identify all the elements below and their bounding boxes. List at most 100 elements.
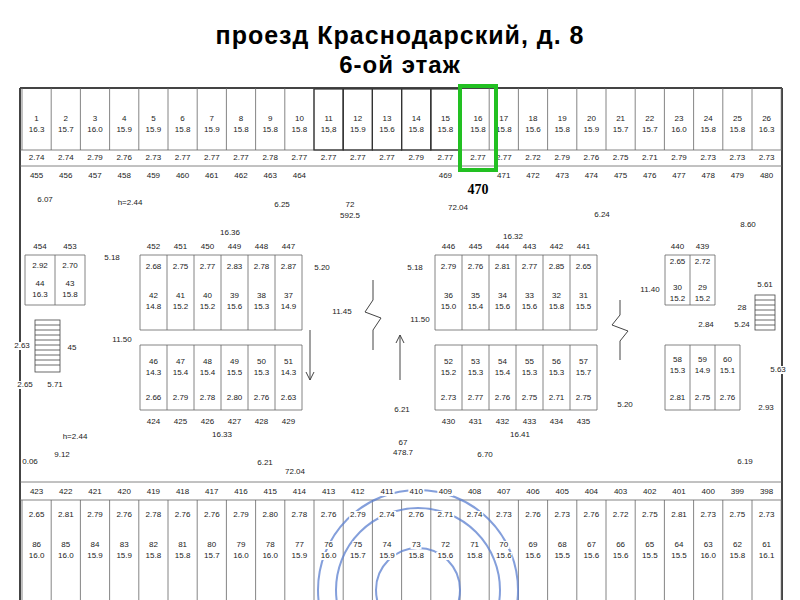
plan-label: 2.77 — [232, 154, 250, 162]
plan-label: 2.80 — [226, 394, 244, 402]
plan-label: 479 — [730, 172, 745, 180]
plan-label: 2.78 — [291, 511, 309, 519]
plan-label: 15.5 — [226, 369, 244, 377]
plan-label: 472 — [525, 172, 540, 180]
plan-label: 2.77 — [291, 154, 309, 162]
plan-label: 42 — [148, 292, 159, 300]
plan-label: 34 — [497, 292, 508, 300]
plan-label: 58 — [672, 356, 683, 364]
plan-label: 10 — [294, 115, 305, 123]
plan-label: 2.75 — [172, 263, 190, 271]
plan-label: 15.7 — [349, 552, 367, 560]
plan-label: 2 — [63, 115, 69, 123]
plan-label: 2.73 — [145, 154, 163, 162]
plan-label: 40 — [202, 292, 213, 300]
plan-label: 53 — [470, 358, 481, 366]
plan-label: 6 — [179, 115, 185, 123]
plan-label: 80 — [206, 541, 217, 549]
plan-label: 16.32 — [502, 233, 524, 241]
plan-label: 50 — [256, 358, 267, 366]
plan-label: 86 — [31, 541, 42, 549]
plan-label: 72.04 — [284, 468, 306, 476]
plan-label: 15.5 — [641, 552, 659, 560]
plan-label: 5.61 — [756, 281, 774, 289]
plan-label: 15.3 — [253, 369, 271, 377]
plan-label: 2.63 — [280, 394, 298, 402]
plan-label: 2.76 — [467, 263, 485, 271]
plan-label: 31 — [578, 292, 589, 300]
plan-label: 2.70 — [61, 262, 79, 270]
plan-label: 2.76 — [115, 511, 133, 519]
plan-label: 473 — [555, 172, 570, 180]
plan-label: 35 — [470, 292, 481, 300]
plan-label: 13 — [382, 115, 393, 123]
plan-label: 2.71 — [437, 511, 455, 519]
plan-label: 404 — [584, 488, 599, 496]
plan-label: 2.77 — [199, 263, 217, 271]
plan-label: 11.50 — [409, 316, 430, 324]
plan-label: 33 — [524, 292, 535, 300]
plan-label: 441 — [576, 243, 591, 251]
plan-title: проезд Краснодарский, д. 8 — [0, 22, 800, 50]
plan-label: 2.76 — [407, 511, 425, 519]
plan-label: 14.9 — [280, 303, 298, 311]
plan-label: 2.74 — [378, 511, 396, 519]
plan-label: 2.71 — [548, 394, 566, 402]
plan-label: 15.1 — [719, 367, 737, 375]
plan-label: 15.6 — [521, 303, 539, 311]
plan-label: 5.18 — [406, 264, 424, 272]
plan-label: h=2.44 — [117, 199, 144, 207]
plan-label: 428 — [254, 418, 269, 426]
plan-label: 440 — [670, 243, 685, 251]
plan-label: 79 — [236, 541, 247, 549]
highlighted-spaces — [314, 89, 460, 150]
plan-label: 64 — [674, 541, 685, 549]
plan-label: 85 — [60, 541, 71, 549]
plan-label: 15.8 — [61, 291, 79, 299]
plan-label: 2.65 — [16, 381, 34, 389]
plan-label: 16.0 — [232, 552, 250, 560]
plan-label: 60 — [722, 356, 733, 364]
plan-label: 28 — [737, 304, 748, 312]
plan-label: 16.1 — [758, 552, 776, 560]
plan-label: 15.6 — [437, 552, 455, 560]
plan-label: 32 — [551, 292, 562, 300]
plan-label: 25 — [732, 115, 743, 123]
plan-label: 15.2 — [440, 369, 458, 377]
plan-label: 15.3 — [548, 369, 566, 377]
plan-label: 2.75 — [575, 394, 593, 402]
plan-label: 464 — [292, 172, 307, 180]
plan-label: 463 — [263, 172, 278, 180]
plan-label: 460 — [175, 172, 190, 180]
plan-label: 405 — [555, 488, 570, 496]
plan-label: 2.85 — [548, 263, 566, 271]
plan-label: 78 — [265, 541, 276, 549]
plan-label: 15.9 — [115, 126, 133, 134]
plan-label: 2.75 — [694, 394, 712, 402]
plan-label: 6.07 — [36, 196, 54, 204]
plan-label: 74 — [382, 541, 393, 549]
plan-label: 15.6 — [226, 303, 244, 311]
plan-label: 29 — [697, 284, 708, 292]
plan-label: 15.6 — [524, 126, 542, 134]
plan-label: 2.76 — [174, 511, 192, 519]
plan-label: 22 — [644, 115, 655, 123]
plan-label: 18 — [528, 115, 539, 123]
plan-label: 68 — [557, 541, 568, 549]
plan-label: 447 — [281, 243, 296, 251]
plan-label: 16.3 — [758, 126, 776, 134]
plan-label: 67 — [586, 541, 597, 549]
plan-label: 2.76 — [320, 511, 338, 519]
plan-label: 16.41 — [509, 431, 531, 439]
plan-label: 418 — [175, 488, 190, 496]
plan-label: 63 — [703, 541, 714, 549]
plan-label: 15.9 — [583, 126, 601, 134]
space-label: 2.77 — [470, 154, 486, 162]
plan-label: 2.76 — [203, 511, 221, 519]
plan-label: 15.8 — [699, 126, 717, 134]
plan-label: 41 — [175, 292, 186, 300]
plan-label: 480 — [759, 172, 774, 180]
plan-label: 471 — [496, 172, 511, 180]
plan-label: 8 — [238, 115, 244, 123]
plan-label: 15.2 — [172, 303, 190, 311]
